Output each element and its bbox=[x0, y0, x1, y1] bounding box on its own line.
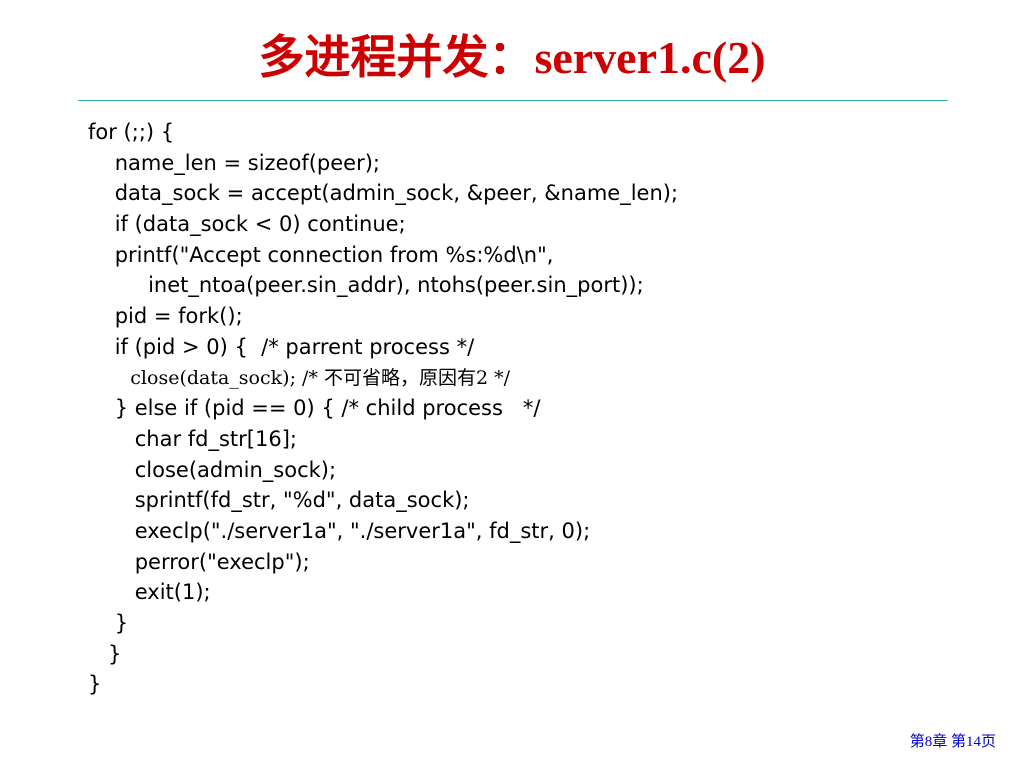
code-line-1: for (;;) { bbox=[88, 120, 175, 144]
code-line-7: pid = fork(); bbox=[88, 304, 243, 329]
code-line-5: printf("Accept connection from %s:%d\n", bbox=[88, 242, 554, 267]
code-line-12: close(admin_sock); bbox=[88, 457, 337, 482]
code-line-13: sprintf(fd_str, "%d", data_sock); bbox=[88, 488, 470, 513]
slide-title: 多进程并发：server1.c(2) bbox=[258, 32, 766, 83]
code-line-3: data_sock = accept(admin_sock, &peer, &n… bbox=[88, 181, 679, 206]
code-line-2: name_len = sizeof(peer); bbox=[88, 150, 380, 175]
code-line-14: execlp("./server1a", "./server1a", fd_st… bbox=[88, 518, 591, 543]
code-line-9: close(data_sock); /* 不可省略，原因有2 */ bbox=[88, 366, 510, 389]
page-footer: 第8章 第14页 bbox=[909, 734, 996, 750]
code-line-4: if (data_sock < 0) continue; bbox=[88, 212, 406, 237]
code-line-18: } bbox=[88, 641, 122, 666]
code-line-19: } bbox=[88, 672, 102, 697]
code-line-17: } bbox=[88, 611, 129, 635]
code-block: for (;;) { name_len = sizeof(peer); data… bbox=[88, 117, 678, 700]
code-line-11: char fd_str[16]; bbox=[88, 426, 297, 451]
code-line-6: inet_ntoa(peer.sin_addr), ntohs(peer.sin… bbox=[88, 273, 644, 298]
code-line-15: perror("execlp"); bbox=[88, 549, 310, 574]
code-line-16: exit(1); bbox=[88, 580, 211, 605]
code-line-8: if (pid > 0) { /* parrent process */ bbox=[88, 334, 475, 359]
title-divider bbox=[78, 100, 948, 101]
code-line-10: } else if (pid == 0) { /* child process … bbox=[88, 396, 541, 421]
